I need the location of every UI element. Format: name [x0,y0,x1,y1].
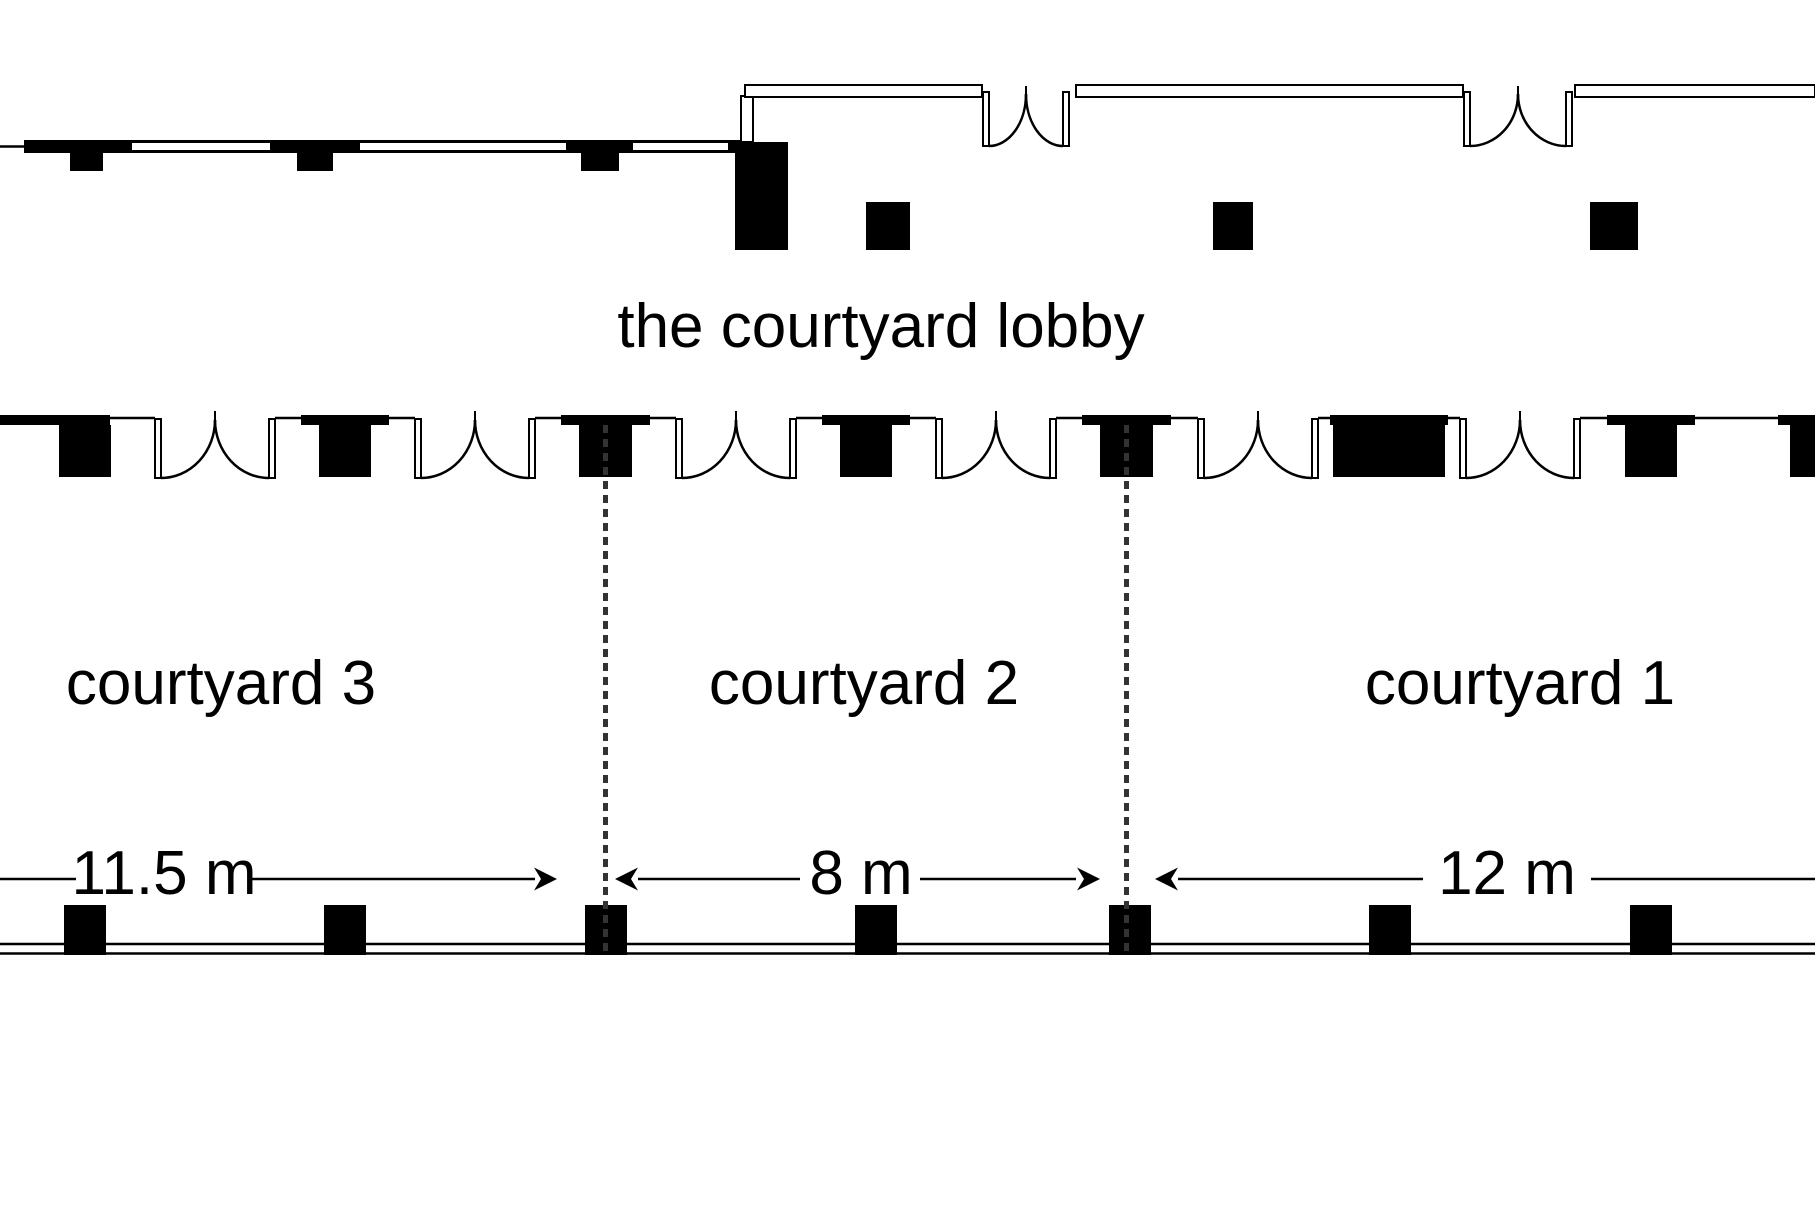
door-leaf [268,418,276,479]
column [581,152,619,171]
column [64,905,106,955]
arrowhead-right [1077,867,1100,891]
door-leaf [982,91,990,147]
courtyard-1-label: courtyard 1 [1364,649,1676,718]
window-opening [132,143,270,150]
column [866,202,910,250]
courtyard-divider-dashed-lines [603,425,1129,951]
courtyard-2-label: courtyard 2 [708,649,1020,718]
door-leaf [1197,418,1205,479]
lobby-label: the courtyard lobby [617,292,1145,361]
dimension-11-5m: 11.5 m [71,839,257,908]
door-leaf [1565,91,1573,147]
window-opening [360,143,566,150]
column [70,152,103,171]
door-leaf [1573,418,1581,479]
column [319,425,371,477]
wall-connector [740,95,754,143]
column [297,152,333,171]
column [1625,425,1677,477]
door-leaf [1463,91,1471,147]
door-leaf [1459,418,1467,479]
column [1109,905,1151,955]
column [1213,202,1253,250]
double-door [982,86,1070,148]
courtyard-wall [0,411,1815,480]
column [1630,905,1672,955]
column [840,425,892,477]
window-opening [633,143,728,150]
column [59,425,111,477]
door-leaf [675,418,683,479]
door-leaf [789,418,797,479]
column [855,905,897,955]
double-door [414,411,536,480]
upper-exterior-wall [0,95,788,250]
double-door [935,411,1057,480]
column [324,905,366,955]
arrowhead-left [615,867,638,891]
door-leaf [528,418,536,479]
door-leaf [1062,91,1070,147]
dimension-8m: 8 m [809,839,913,908]
arrowhead-right [534,867,557,891]
column [1790,425,1815,477]
lobby-top-wall [744,84,1815,148]
arrowhead-left [1155,867,1178,891]
double-door [1459,411,1581,480]
door-leaf [935,418,943,479]
door-leaf [1311,418,1319,479]
dimension-12m: 12 m [1438,839,1576,908]
double-door [675,411,797,480]
double-door [154,411,276,480]
column [1369,905,1411,955]
courtyard-3-label: courtyard 3 [65,649,377,718]
wide-column [1333,425,1445,477]
double-door [1463,86,1573,148]
bottom-wall [0,905,1815,955]
double-door [1197,411,1319,480]
column [1590,202,1638,250]
dimension-lines [0,867,1815,891]
door-leaf [154,418,162,479]
lobby-columns [866,202,1638,250]
door-leaf [414,418,422,479]
door-leaf [1049,418,1057,479]
corner-column [735,142,788,250]
